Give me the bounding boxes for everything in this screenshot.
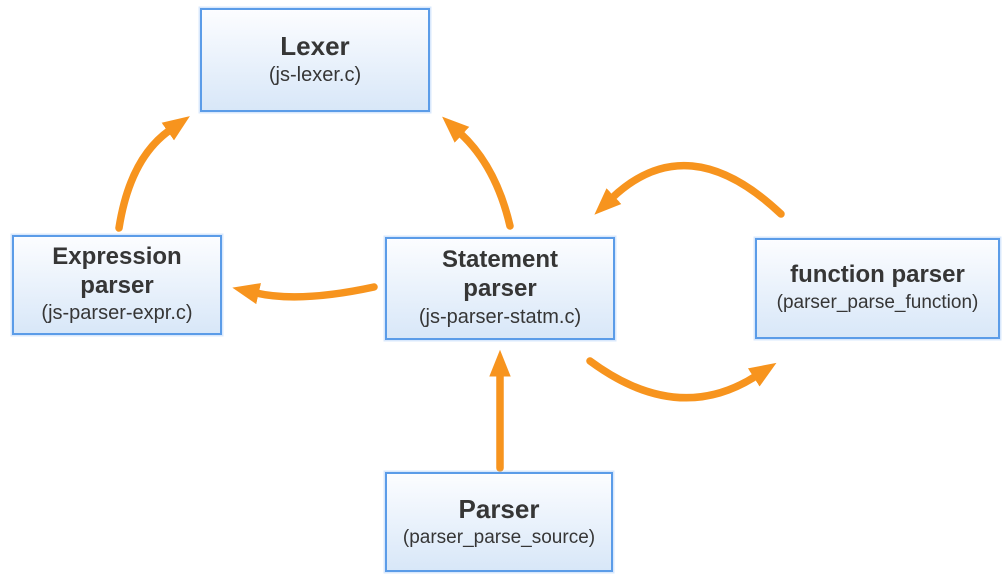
node-parser-title: Parser xyxy=(458,493,540,524)
node-expression-parser-title: Expression parser xyxy=(52,242,182,299)
node-expression-parser: Expression parser (js-parser-expr.c) xyxy=(12,235,222,335)
node-lexer-title: Lexer xyxy=(280,30,350,61)
node-statement-parser-title: Statement parser xyxy=(441,246,559,302)
node-function-parser-subtitle: (parser_parse_function) xyxy=(776,292,979,314)
arrow-statement-parser-to-function-parser xyxy=(586,357,777,402)
node-lexer: Lexer (js-lexer.c) xyxy=(200,8,430,112)
node-lexer-subtitle: (js-lexer.c) xyxy=(268,64,362,87)
arrow-statement-parser-to-lexer xyxy=(442,116,514,230)
node-statement-parser: Statement parser (js-parser-statm.c) xyxy=(385,237,615,340)
node-expression-parser-subtitle: (js-parser-expr.c) xyxy=(41,302,193,325)
arrow-expression-parser-to-lexer xyxy=(115,116,190,232)
node-parser: Parser (parser_parse_source) xyxy=(385,472,613,572)
node-function-parser: function parser (parser_parse_function) xyxy=(755,238,1000,339)
node-parser-subtitle: (parser_parse_source) xyxy=(402,526,596,548)
arrow-statement-parser-to-expression-parser xyxy=(232,283,378,305)
node-statement-parser-subtitle: (js-parser-statm.c) xyxy=(418,305,582,328)
arrow-function-parser-to-statement-parser xyxy=(594,161,785,218)
node-function-parser-title: function parser xyxy=(790,261,965,289)
